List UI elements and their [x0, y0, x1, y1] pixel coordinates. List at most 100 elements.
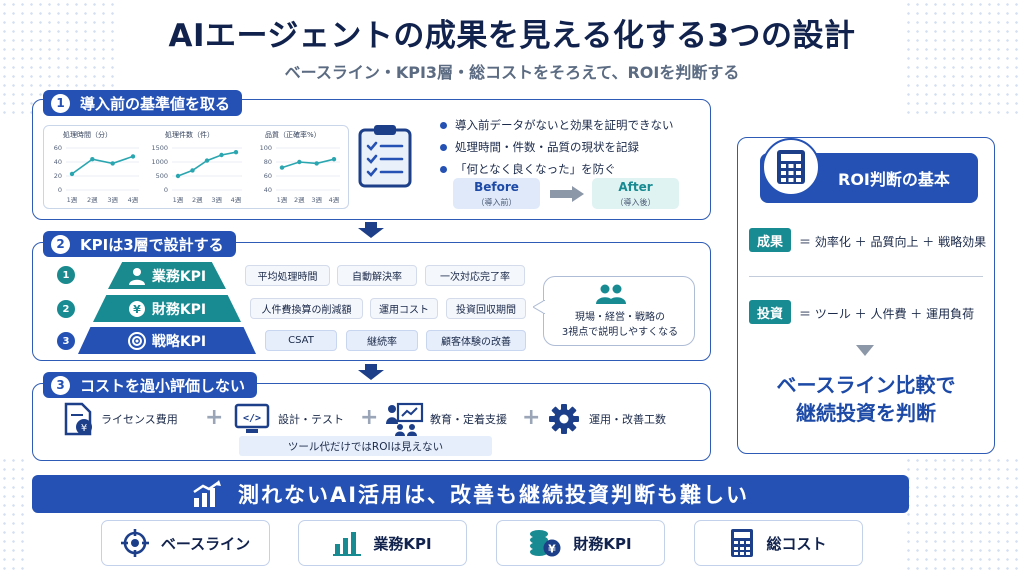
data-point: [190, 168, 195, 173]
kpi-row-number: 1: [57, 266, 75, 284]
data-point: [69, 171, 75, 177]
section1-label: 導入前の基準値を取る: [80, 94, 231, 113]
calculator-icon: [731, 529, 754, 557]
data-point: [331, 157, 337, 162]
data-point: [204, 158, 210, 163]
y-tick-label: 60: [54, 144, 62, 152]
business-kpi-tier: 業務KPI: [108, 262, 226, 289]
investment-label: 投資: [749, 300, 791, 324]
arrow-down-icon: [358, 364, 384, 380]
section1-number: 1: [51, 93, 70, 113]
x-tick-label: 1週: [67, 195, 78, 204]
callout-pointer: [533, 300, 545, 314]
person-icon: [128, 267, 145, 285]
target-icon: [120, 529, 149, 557]
x-tick-label: 3週: [211, 195, 222, 204]
y-tick-label: 1000: [151, 158, 168, 166]
gear-icon: [549, 404, 579, 434]
kpi-item: 投資回収期間: [446, 298, 526, 319]
key-message-banner: 測れないAI活用は、改善も継続投資判断も難しい: [32, 475, 909, 513]
x-tick-label: 4週: [231, 195, 242, 204]
decorative-dots: [904, 456, 1024, 576]
plus-icon: +: [522, 405, 541, 430]
data-point: [90, 157, 95, 162]
y-tick-label: 100: [260, 144, 272, 152]
section3-tab: 3 コストを過小評価しない: [43, 372, 258, 398]
kpi-item: 自動解決率: [337, 265, 417, 286]
financial-kpi-tier: ¥ 財務KPI: [93, 295, 241, 322]
y-tick-label: 60: [264, 172, 272, 180]
growth-chart-icon: [193, 480, 221, 507]
calculator-icon: [777, 150, 805, 184]
summary-card-total-cost: 総コスト: [694, 520, 863, 566]
section2-label: KPIは3層で設計する: [80, 235, 224, 254]
divider: [749, 276, 983, 277]
x-tick-label: 4週: [128, 195, 139, 204]
arrow-right-icon: [550, 186, 584, 202]
kpi-item: 平均処理時間: [245, 265, 330, 286]
data-point: [297, 159, 302, 165]
x-tick-label: 1週: [277, 195, 288, 204]
data-point: [314, 161, 319, 166]
calculator-badge: [762, 138, 820, 196]
callout-line: 現場・経営・戦略の: [575, 312, 665, 323]
callout-line: 3視点で説明しやすくなる: [561, 327, 679, 338]
data-point: [175, 173, 181, 179]
kpi-item: 運用コスト: [370, 298, 438, 319]
y-tick-label: 80: [264, 158, 272, 166]
bullet-item: 処理時間・件数・品質の現状を記録: [440, 136, 674, 158]
svg-text:</>: </>: [243, 413, 261, 424]
cost-item: 運用・改善工数: [549, 402, 666, 436]
training-presentation-icon: [386, 402, 424, 436]
checklist-clipboard-icon: [358, 125, 412, 188]
summary-card-financial-kpi: ¥ 財務KPI: [496, 520, 665, 566]
y-tick-label: 0: [58, 186, 62, 194]
cost-item: 教育・定着支援: [384, 402, 507, 436]
plus-icon: +: [205, 405, 224, 430]
data-point: [219, 152, 224, 158]
y-tick-label: 500: [156, 172, 168, 180]
x-tick-label: 3週: [311, 195, 322, 204]
x-tick-label: 4週: [329, 195, 340, 204]
coins-yen-icon: ¥: [530, 530, 561, 557]
roi-conclusion-line: 継続投資を判断: [796, 401, 936, 425]
summary-card-business-kpi: 業務KPI: [298, 520, 467, 566]
kpi-item: 顧客体験の改善: [426, 330, 526, 351]
bullet-item: 導入前データがないと効果を証明できない: [440, 114, 674, 136]
section3-label: コストを過小評価しない: [80, 376, 246, 395]
investment-formula: ＝ ツール ＋ 人件費 ＋ 運用負荷: [799, 307, 975, 321]
x-tick-label: 2週: [294, 195, 305, 204]
section1-tab: 1 導入前の基準値を取る: [43, 90, 243, 116]
y-tick-label: 40: [54, 158, 62, 166]
summary-card-baseline: ベースライン: [101, 520, 270, 566]
coin-yen-icon: ¥: [128, 300, 145, 317]
y-tick-label: 0: [164, 186, 168, 194]
page-subtitle: ベースライン・KPI3層・総コストをそろえて、ROIを判断する: [284, 63, 740, 82]
kpi-item: 継続率: [346, 330, 418, 351]
bullet-item: 「何となく良くなった」を防ぐ: [440, 158, 674, 180]
kpi-item: 人件費換算の削減額: [250, 298, 363, 319]
data-point: [279, 165, 285, 170]
bullet-dot: [440, 143, 447, 151]
kpi-item: 一次対応完了率: [425, 265, 525, 286]
target-icon: [127, 331, 146, 350]
data-point: [233, 150, 239, 155]
series-line: [71, 155, 134, 175]
before-box: Before （導入前）: [453, 178, 540, 209]
section2-number: 2: [51, 234, 70, 254]
result-label: 成果: [749, 228, 791, 252]
plus-icon: +: [360, 405, 379, 430]
data-point: [110, 161, 115, 166]
decorative-dots: [0, 456, 30, 576]
series-line: [281, 158, 335, 169]
x-tick-label: 2週: [87, 195, 98, 204]
series-line: [177, 151, 237, 177]
kpi-item: CSAT: [265, 330, 337, 351]
cost-note: ツール代だけではROIは見えない: [239, 436, 492, 456]
section1-bullets: 導入前データがないと効果を証明できない 処理時間・件数・品質の現状を記録 「何と…: [440, 114, 674, 180]
bullet-dot: [440, 121, 447, 129]
x-tick-label: 2週: [192, 195, 203, 204]
bullet-dot: [440, 165, 447, 173]
kpi-row-number: 2: [57, 300, 75, 318]
